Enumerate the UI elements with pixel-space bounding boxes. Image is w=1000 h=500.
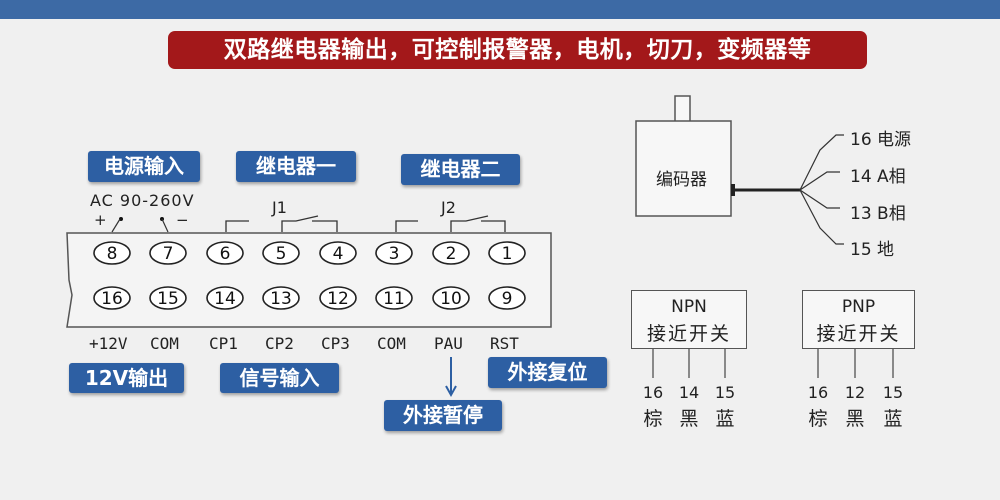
terminal-bottom-15: 15 [149,286,187,310]
terminal-top-6: 6 [206,241,244,265]
pnp-color-3: 蓝 [883,408,903,430]
svg-text:12: 12 [327,289,349,309]
encoder-wire-4: 15 地 [850,235,894,260]
power-plus-label: + [94,211,107,229]
encoder-label: 编码器 [656,170,707,190]
pnp-num-3: 15 [882,383,904,402]
relay-j1-label: J1 [272,198,287,217]
pnp-num-2: 12 [844,383,866,402]
tag-signal-input: 信号输入 [220,363,339,393]
npn-title: NPN [671,297,707,317]
encoder-wire-name: A相 [877,167,906,187]
terminal-top-7: 7 [149,241,187,265]
svg-text:13: 13 [270,289,292,309]
bottom-label-6: COM [377,334,406,353]
encoder-wire-num: 14 [850,167,872,187]
npn-switch-box [631,290,747,349]
pnp-title: PNP [841,297,876,317]
power-voltage-label: AC 90-260V [90,191,195,210]
terminal-bottom-9: 9 [488,286,526,310]
pnp-color-1: 棕 [808,408,828,430]
encoder-wire-name: 电源 [877,130,912,150]
pnp-color-2: 黑 [845,408,865,430]
terminal-top-2: 2 [432,241,470,265]
svg-text:10: 10 [440,289,462,309]
encoder-wire-name: B相 [877,204,906,224]
tag-power-input: 电源输入 [88,151,200,182]
svg-text:11: 11 [383,289,405,309]
npn-num-2: 14 [678,383,700,402]
encoder-wire-name: 地 [877,240,895,260]
terminal-bottom-11: 11 [375,286,413,310]
terminal-bottom-16: 16 [93,286,131,310]
bottom-label-1: +12V [89,334,128,353]
npn-subtitle: 接近开关 [646,323,731,345]
encoder-wire-1: 16 电源 [850,125,911,150]
svg-text:4: 4 [333,244,344,264]
npn-color-2: 黑 [679,408,699,430]
tag-relay-two: 继电器二 [401,154,520,185]
top-bar [0,0,1000,19]
terminal-bottom-12: 12 [319,286,357,310]
svg-text:5: 5 [276,244,287,264]
npn-color-1: 棕 [643,408,663,430]
terminal-top-8: 8 [93,241,131,265]
power-minus-label: − [176,211,189,229]
bottom-label-8: RST [490,334,519,353]
terminal-top-4: 4 [319,241,357,265]
npn-num-3: 15 [714,383,736,402]
svg-text:8: 8 [107,244,118,264]
tag-relay-one: 继电器一 [236,151,356,182]
svg-text:2: 2 [446,244,457,264]
terminal-bottom-13: 13 [262,286,300,310]
bottom-label-5: CP3 [321,334,350,353]
svg-text:3: 3 [389,244,400,264]
encoder-wire-num: 16 [850,130,872,150]
bottom-label-2: COM [150,334,179,353]
tag-external-pause: 外接暂停 [384,400,502,431]
tag-external-reset: 外接复位 [488,357,607,388]
svg-text:14: 14 [214,289,236,309]
npn-num-1: 16 [642,383,664,402]
pnp-subtitle: 接近开关 [816,323,901,345]
bottom-label-4: CP2 [265,334,294,353]
tag-12v-output: 12V输出 [69,363,184,393]
encoder-wire-3: 13 B相 [850,199,906,224]
svg-text:1: 1 [502,244,513,264]
svg-text:6: 6 [220,244,231,264]
encoder-wire-num: 13 [850,204,872,224]
terminal-top-5: 5 [262,241,300,265]
terminal-bottom-14: 14 [206,286,244,310]
svg-text:7: 7 [163,244,174,264]
encoder-wire-2: 14 A相 [850,162,906,187]
svg-text:15: 15 [157,289,179,309]
relay-j2-label: J2 [441,198,456,217]
terminal-bottom-10: 10 [432,286,470,310]
svg-text:9: 9 [502,289,513,309]
pnp-switch-box [802,290,915,349]
pnp-num-1: 16 [807,383,829,402]
terminal-top-1: 1 [488,241,526,265]
npn-color-3: 蓝 [715,408,735,430]
bottom-label-7: PAU [434,334,463,353]
bottom-label-3: CP1 [209,334,238,353]
svg-text:16: 16 [101,289,123,309]
terminal-top-3: 3 [375,241,413,265]
banner-title: 双路继电器输出，可控制报警器，电机，切刀，变频器等 [168,31,867,69]
encoder-wire-num: 15 [850,240,872,260]
